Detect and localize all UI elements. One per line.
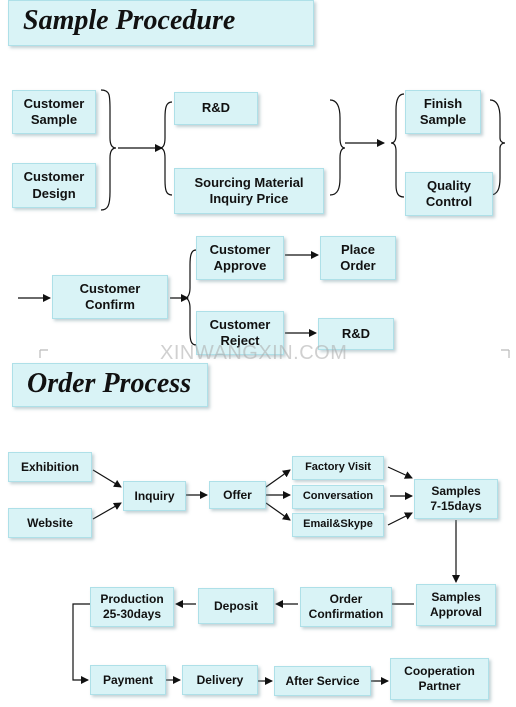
customer-reject-box: Customer Reject: [196, 311, 284, 355]
cooperation-partner-box: Cooperation Partner: [390, 658, 489, 700]
production-box: Production 25-30days: [90, 587, 174, 627]
rd-box-2: R&D: [318, 318, 394, 350]
exhibition-box: Exhibition: [8, 452, 92, 482]
customer-approve-box: Customer Approve: [196, 236, 284, 280]
customer-confirm-box: Customer Confirm: [52, 275, 168, 319]
payment-box: Payment: [90, 665, 166, 695]
delivery-box: Delivery: [182, 665, 258, 695]
place-order-box: Place Order: [320, 236, 396, 280]
conversation-box: Conversation: [292, 485, 384, 509]
website-box: Website: [8, 508, 92, 538]
deposit-box: Deposit: [198, 588, 274, 624]
sample-procedure-title: Sample Procedure: [8, 0, 314, 46]
finish-sample-box: Finish Sample: [405, 90, 481, 134]
customer-sample-box: Customer Sample: [12, 90, 96, 134]
order-process-title: Order Process: [12, 363, 208, 407]
sourcing-material-box: Sourcing Material Inquiry Price: [174, 168, 324, 214]
samples-approval-box: Samples Approval: [416, 584, 496, 626]
watermark-text: XINWANGXIN.COM: [160, 342, 348, 364]
customer-design-box: Customer Design: [12, 163, 96, 208]
samples-box: Samples 7-15days: [414, 479, 498, 519]
factory-visit-box: Factory Visit: [292, 456, 384, 480]
after-service-box: After Service: [274, 666, 371, 696]
inquiry-box: Inquiry: [123, 481, 186, 511]
email-skype-box: Email&Skype: [292, 513, 384, 537]
rd-box: R&D: [174, 92, 258, 125]
order-confirmation-box: Order Confirmation: [300, 587, 392, 627]
offer-box: Offer: [209, 481, 266, 509]
quality-control-box: Quality Control: [405, 172, 493, 216]
